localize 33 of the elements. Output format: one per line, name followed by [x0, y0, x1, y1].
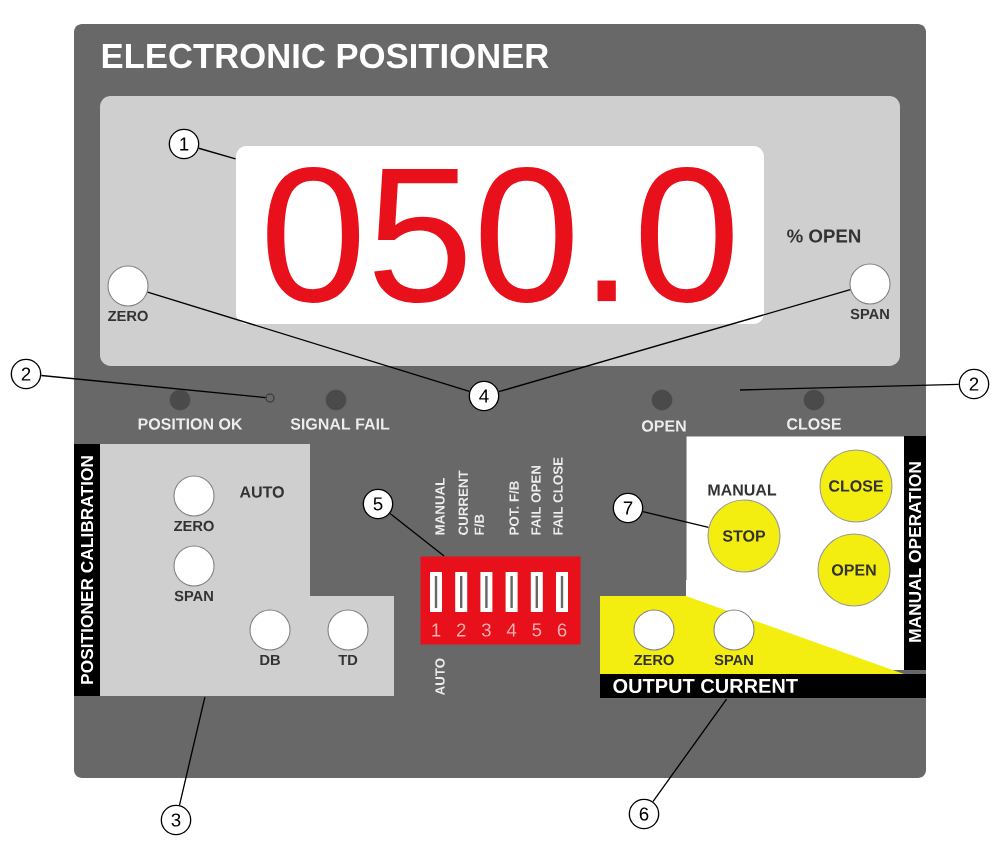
panel-title: ELECTRONIC POSITIONER: [102, 43, 549, 69]
push-button: OPEN: [817, 533, 891, 607]
panel-label: OPEN: [642, 420, 686, 432]
callout-number: 5: [362, 488, 394, 520]
push-button: CLOSE: [819, 449, 893, 523]
panel-label: % OPEN: [787, 229, 861, 243]
led-display: 050.0: [236, 146, 764, 324]
callout-number: 2: [10, 358, 42, 390]
sensor-hole: [265, 393, 275, 403]
callout-number: 3: [160, 804, 192, 836]
panel-label: POSITION OK: [138, 418, 243, 430]
leader-line: [146, 291, 471, 393]
leader-line: [178, 696, 206, 806]
leader-line: [739, 383, 960, 391]
panel-label: SIGNAL FAIL: [290, 418, 390, 430]
leader-line: [642, 510, 710, 529]
callout-number: 4: [468, 380, 500, 412]
node-label: POSITIONER CALIBRATION: [80, 456, 94, 684]
panel-label: CLOSE: [787, 418, 841, 430]
leader-line: [389, 512, 445, 557]
leader-line: [40, 374, 267, 399]
dip-switch: 1 2 3 4 5 6: [420, 556, 581, 645]
panel-label: AUTO: [239, 486, 284, 498]
leader-line: [498, 289, 851, 393]
push-button: STOP: [707, 499, 781, 573]
callout-number: 6: [628, 798, 660, 830]
panel-label: MANUAL: [708, 484, 777, 496]
callout-number: 1: [168, 128, 200, 160]
callout-number: 2: [958, 368, 990, 400]
node-label: OUTPUT CURRENT: [613, 678, 798, 694]
callout-number: 7: [612, 492, 644, 524]
leader-line: [652, 698, 728, 803]
leader-line: [198, 147, 237, 160]
